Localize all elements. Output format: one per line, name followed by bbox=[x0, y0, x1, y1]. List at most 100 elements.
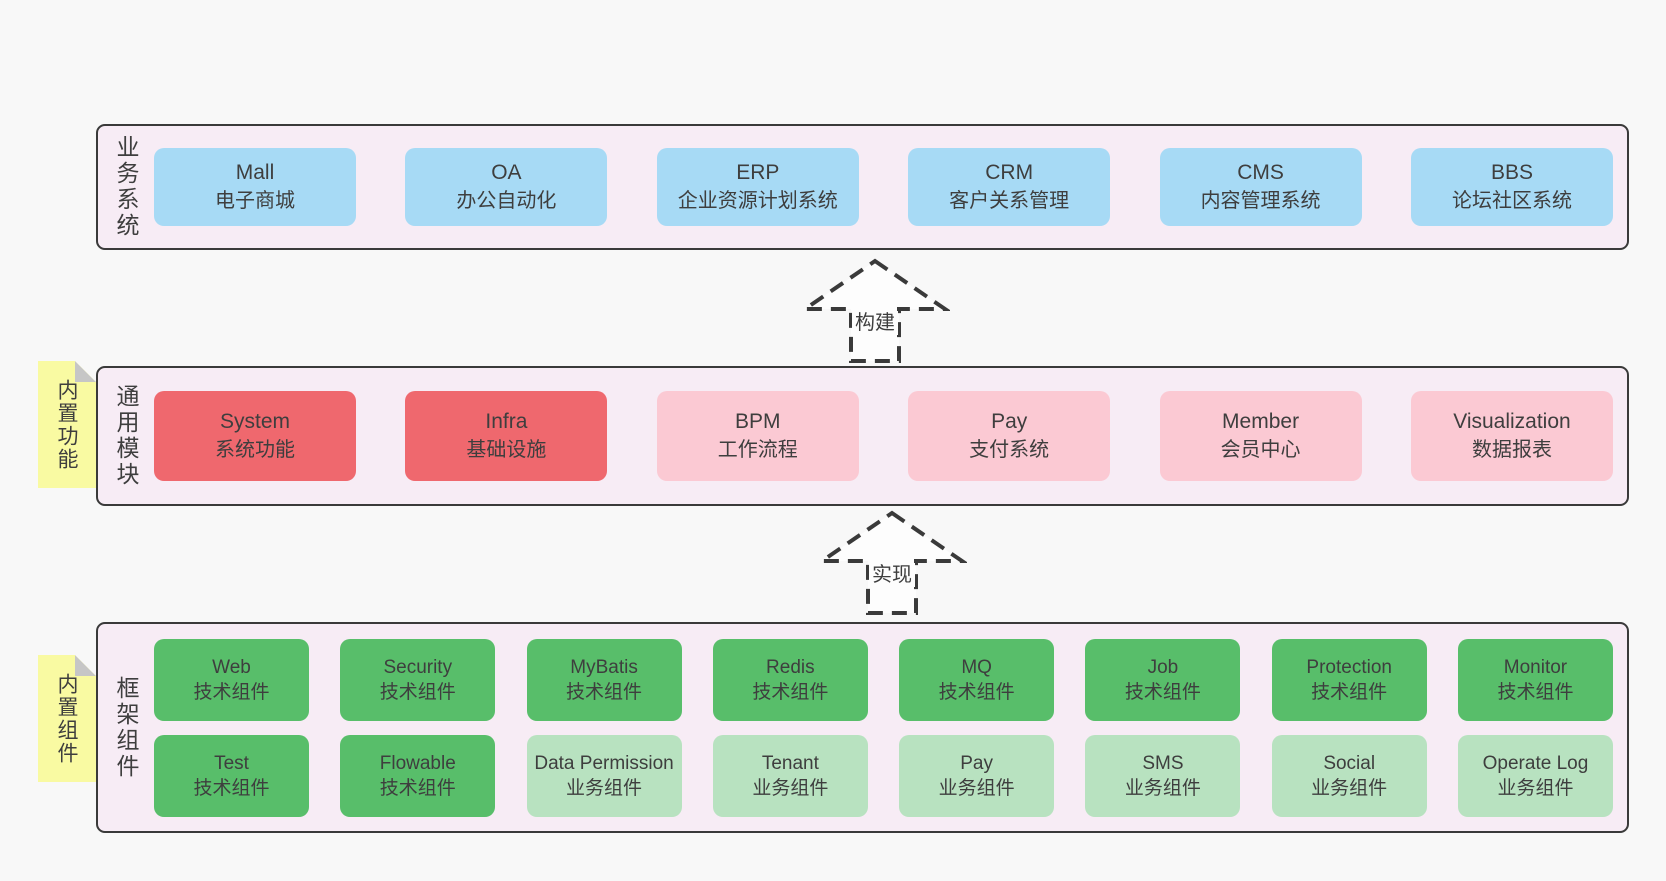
box-subtitle: 论坛社区系统 bbox=[1451, 190, 1572, 212]
band-label-common-modules: 通用模块 bbox=[113, 384, 139, 488]
box-title: Security bbox=[383, 656, 453, 678]
box-subtitle: 技术组件 bbox=[1124, 681, 1201, 703]
box-subtitle: 支付系统 bbox=[969, 439, 1050, 461]
box-title: MyBatis bbox=[570, 656, 638, 678]
box-title: Member bbox=[1222, 410, 1300, 433]
module-box-mybatis: MyBatis 技术组件 bbox=[526, 638, 682, 721]
box-title: Infra bbox=[485, 410, 528, 433]
module-box-data-permission: Data Permission 业务组件 bbox=[526, 734, 682, 817]
module-box-member: Member 会员中心 bbox=[1159, 391, 1362, 481]
box-title: CRM bbox=[985, 161, 1034, 184]
module-box-mall: Mall 电子商城 bbox=[154, 148, 356, 226]
box-subtitle: 基础设施 bbox=[466, 439, 547, 461]
module-box-pay: Pay 支付系统 bbox=[908, 391, 1111, 481]
module-box-mq: MQ 技术组件 bbox=[899, 638, 1055, 721]
module-box-protection: Protection 技术组件 bbox=[1271, 638, 1427, 721]
box-subtitle: 业务组件 bbox=[566, 777, 643, 799]
build-arrow-label: 构建 bbox=[852, 311, 898, 335]
module-box-social: Social 业务组件 bbox=[1271, 734, 1427, 817]
box-subtitle: 业务组件 bbox=[1311, 777, 1388, 799]
box-title: BPM bbox=[735, 410, 781, 433]
implement-arrow-label: 实现 bbox=[869, 563, 915, 587]
box-subtitle: 技术组件 bbox=[193, 681, 270, 703]
sticky-note-built-in-components: 内置组件 bbox=[38, 655, 96, 782]
box-subtitle: 技术组件 bbox=[193, 777, 270, 799]
box-title: Pay bbox=[991, 410, 1028, 433]
sticky-note-text: 内置功能 bbox=[55, 378, 78, 471]
box-title: Operate Log bbox=[1482, 752, 1589, 774]
box-title: Tenant bbox=[761, 752, 819, 774]
box-title: Social bbox=[1323, 752, 1376, 774]
module-box-visualization: Visualization 数据报表 bbox=[1410, 391, 1613, 481]
box-subtitle: 内容管理系统 bbox=[1200, 190, 1321, 212]
box-subtitle: 会员中心 bbox=[1220, 439, 1301, 461]
module-box-system: System 系统功能 bbox=[154, 391, 356, 481]
module-box-test: Test 技术组件 bbox=[154, 734, 309, 817]
sticky-fold-corner-icon bbox=[75, 361, 96, 382]
module-box-monitor: Monitor 技术组件 bbox=[1457, 638, 1613, 721]
box-subtitle: 数据报表 bbox=[1471, 439, 1552, 461]
box-subtitle: 业务组件 bbox=[938, 777, 1015, 799]
box-title: Mall bbox=[235, 161, 275, 184]
module-box-infra: Infra 基础设施 bbox=[405, 391, 608, 481]
box-subtitle: 企业资源计划系统 bbox=[677, 190, 838, 212]
box-title: OA bbox=[491, 161, 522, 184]
box-subtitle: 技术组件 bbox=[1311, 681, 1388, 703]
box-subtitle: 技术组件 bbox=[379, 681, 456, 703]
box-subtitle: 电子商城 bbox=[215, 190, 295, 212]
box-title: SMS bbox=[1142, 752, 1184, 774]
module-box-security: Security 技术组件 bbox=[340, 638, 496, 721]
sticky-note-built-in-features: 内置功能 bbox=[38, 361, 96, 488]
module-box-oa: OA 办公自动化 bbox=[405, 148, 608, 226]
module-box-redis: Redis 技术组件 bbox=[712, 638, 868, 721]
box-subtitle: 技术组件 bbox=[566, 681, 643, 703]
module-box-job: Job 技术组件 bbox=[1085, 638, 1241, 721]
box-subtitle: 业务组件 bbox=[1124, 777, 1201, 799]
box-subtitle: 系统功能 bbox=[215, 439, 295, 461]
box-title: Monitor bbox=[1503, 656, 1568, 678]
box-title: Flowable bbox=[379, 752, 456, 774]
box-subtitle: 客户关系管理 bbox=[949, 190, 1070, 212]
build-arrow-icon bbox=[800, 255, 950, 365]
box-subtitle: 技术组件 bbox=[752, 681, 829, 703]
box-subtitle: 办公自动化 bbox=[456, 190, 557, 212]
box-title: Redis bbox=[766, 656, 815, 678]
module-box-pay: Pay 业务组件 bbox=[899, 734, 1055, 817]
module-box-tenant: Tenant 业务组件 bbox=[712, 734, 868, 817]
module-box-flowable: Flowable 技术组件 bbox=[340, 734, 496, 817]
box-subtitle: 业务组件 bbox=[752, 777, 829, 799]
box-title: CMS bbox=[1237, 161, 1284, 184]
box-title: Visualization bbox=[1453, 410, 1571, 433]
box-title: Protection bbox=[1306, 656, 1392, 678]
band-label-business-systems: 业务系统 bbox=[113, 135, 139, 239]
box-subtitle: 技术组件 bbox=[1497, 681, 1574, 703]
box-subtitle: 技术组件 bbox=[938, 681, 1015, 703]
box-title: Pay bbox=[960, 752, 993, 774]
box-subtitle: 业务组件 bbox=[1497, 777, 1574, 799]
box-title: MQ bbox=[961, 656, 992, 678]
module-box-sms: SMS 业务组件 bbox=[1085, 734, 1241, 817]
sticky-note-text: 内置组件 bbox=[55, 672, 78, 765]
box-title: System bbox=[219, 410, 290, 433]
module-box-crm: CRM 客户关系管理 bbox=[908, 148, 1111, 226]
box-title: Data Permission bbox=[534, 752, 674, 774]
box-subtitle: 工作流程 bbox=[717, 439, 798, 461]
implement-arrow-icon bbox=[817, 507, 967, 617]
module-box-cms: CMS 内容管理系统 bbox=[1159, 148, 1362, 226]
band-common-modules: 通用模块 System 系统功能 Infra 基础设施 BPM 工作流程 Pay 支付系统 Me… bbox=[96, 366, 1629, 506]
module-box-bbs: BBS 论坛社区系统 bbox=[1410, 148, 1613, 226]
box-title: BBS bbox=[1490, 161, 1533, 184]
box-subtitle: 技术组件 bbox=[379, 777, 456, 799]
sticky-fold-corner-icon bbox=[75, 655, 96, 676]
box-title: Job bbox=[1147, 656, 1179, 678]
box-title: Test bbox=[214, 752, 249, 774]
module-box-operate-log: Operate Log 业务组件 bbox=[1457, 734, 1613, 817]
band-row: System 系统功能 Infra 基础设施 BPM 工作流程 Pay 支付系统 Member 会… bbox=[154, 391, 1613, 481]
